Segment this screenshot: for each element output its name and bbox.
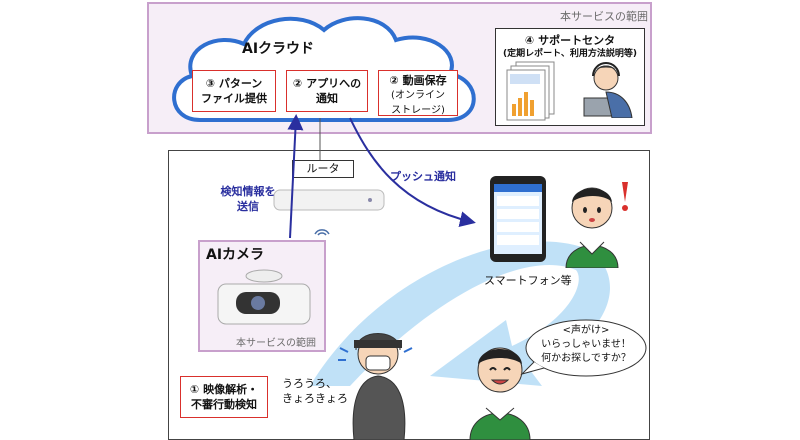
ai-camera-title: AIカメラ xyxy=(206,247,265,263)
greeting-line2: いらっしゃいませ！ xyxy=(541,339,631,350)
router-label: ルータ xyxy=(306,162,340,175)
video-storage-box: ② 動画保存 (オンライン ストレージ) xyxy=(378,70,458,116)
pattern-file-box: ③ パターン ファイル提供 xyxy=(192,70,276,112)
video-storage-line3: ストレージ) xyxy=(391,105,445,116)
wifi-signal-icon xyxy=(314,229,330,236)
greeting-text: <声がけ> いらっしゃいませ！ 何かお探しですか？ xyxy=(532,324,640,366)
suspect-behavior-text: うろうろ、 きょろきょろ xyxy=(282,376,348,406)
smartphone-icon xyxy=(490,176,546,262)
cloud-region-label: 本サービスの範囲 xyxy=(560,10,648,23)
camera-region-label: 本サービスの範囲 xyxy=(236,338,316,349)
store-clerk-greeting-icon xyxy=(469,347,531,440)
support-center-subtitle: (定期レポート、利用方法説明等) xyxy=(502,49,638,59)
app-notify-line1: ② アプリへの xyxy=(292,77,362,90)
send-detection-label: 検知情報を 送信 xyxy=(208,184,288,214)
smartphone-label: スマートフォン等 xyxy=(484,274,572,287)
behavior-detection-line2: 不審行動検知 xyxy=(191,398,257,411)
greeting-line3: 何かお探しですか？ xyxy=(541,353,631,364)
support-operator-icon xyxy=(583,62,633,118)
send-detection-line2: 送信 xyxy=(237,200,259,213)
greeting-line1: <声がけ> xyxy=(562,325,610,336)
suspect-behavior-line1: うろうろ、 xyxy=(282,377,337,390)
app-notify-line2: 通知 xyxy=(316,92,338,105)
greeting-speech-bubble xyxy=(520,319,647,377)
app-notify-box: ② アプリへの 通知 xyxy=(286,70,368,112)
suspicious-person-icon xyxy=(338,333,413,440)
pattern-file-line1: ③ パターン xyxy=(205,77,263,90)
behavior-detection-box: ① 映像解析・ 不審行動検知 xyxy=(180,376,268,418)
router-label-box: ルータ xyxy=(292,160,354,178)
store-clerk-alert-icon xyxy=(565,182,628,268)
ai-cloud-title: AIクラウド xyxy=(242,41,315,57)
push-notification-label: プッシュ通知 xyxy=(390,170,456,183)
router-device-icon xyxy=(273,189,385,211)
video-storage-line2: (オンライン xyxy=(391,90,445,101)
ai-camera-icon xyxy=(217,269,311,325)
report-documents-icon xyxy=(506,61,555,121)
pattern-file-line2: ファイル提供 xyxy=(201,92,267,105)
support-center-title: ④ サポートセンタ xyxy=(524,34,616,47)
suspect-behavior-line2: きょろきょろ xyxy=(282,392,348,405)
video-storage-line1: ② 動画保存 xyxy=(389,74,447,87)
behavior-detection-line1: ① 映像解析・ xyxy=(189,383,259,396)
send-detection-line1: 検知情報を xyxy=(220,185,276,198)
